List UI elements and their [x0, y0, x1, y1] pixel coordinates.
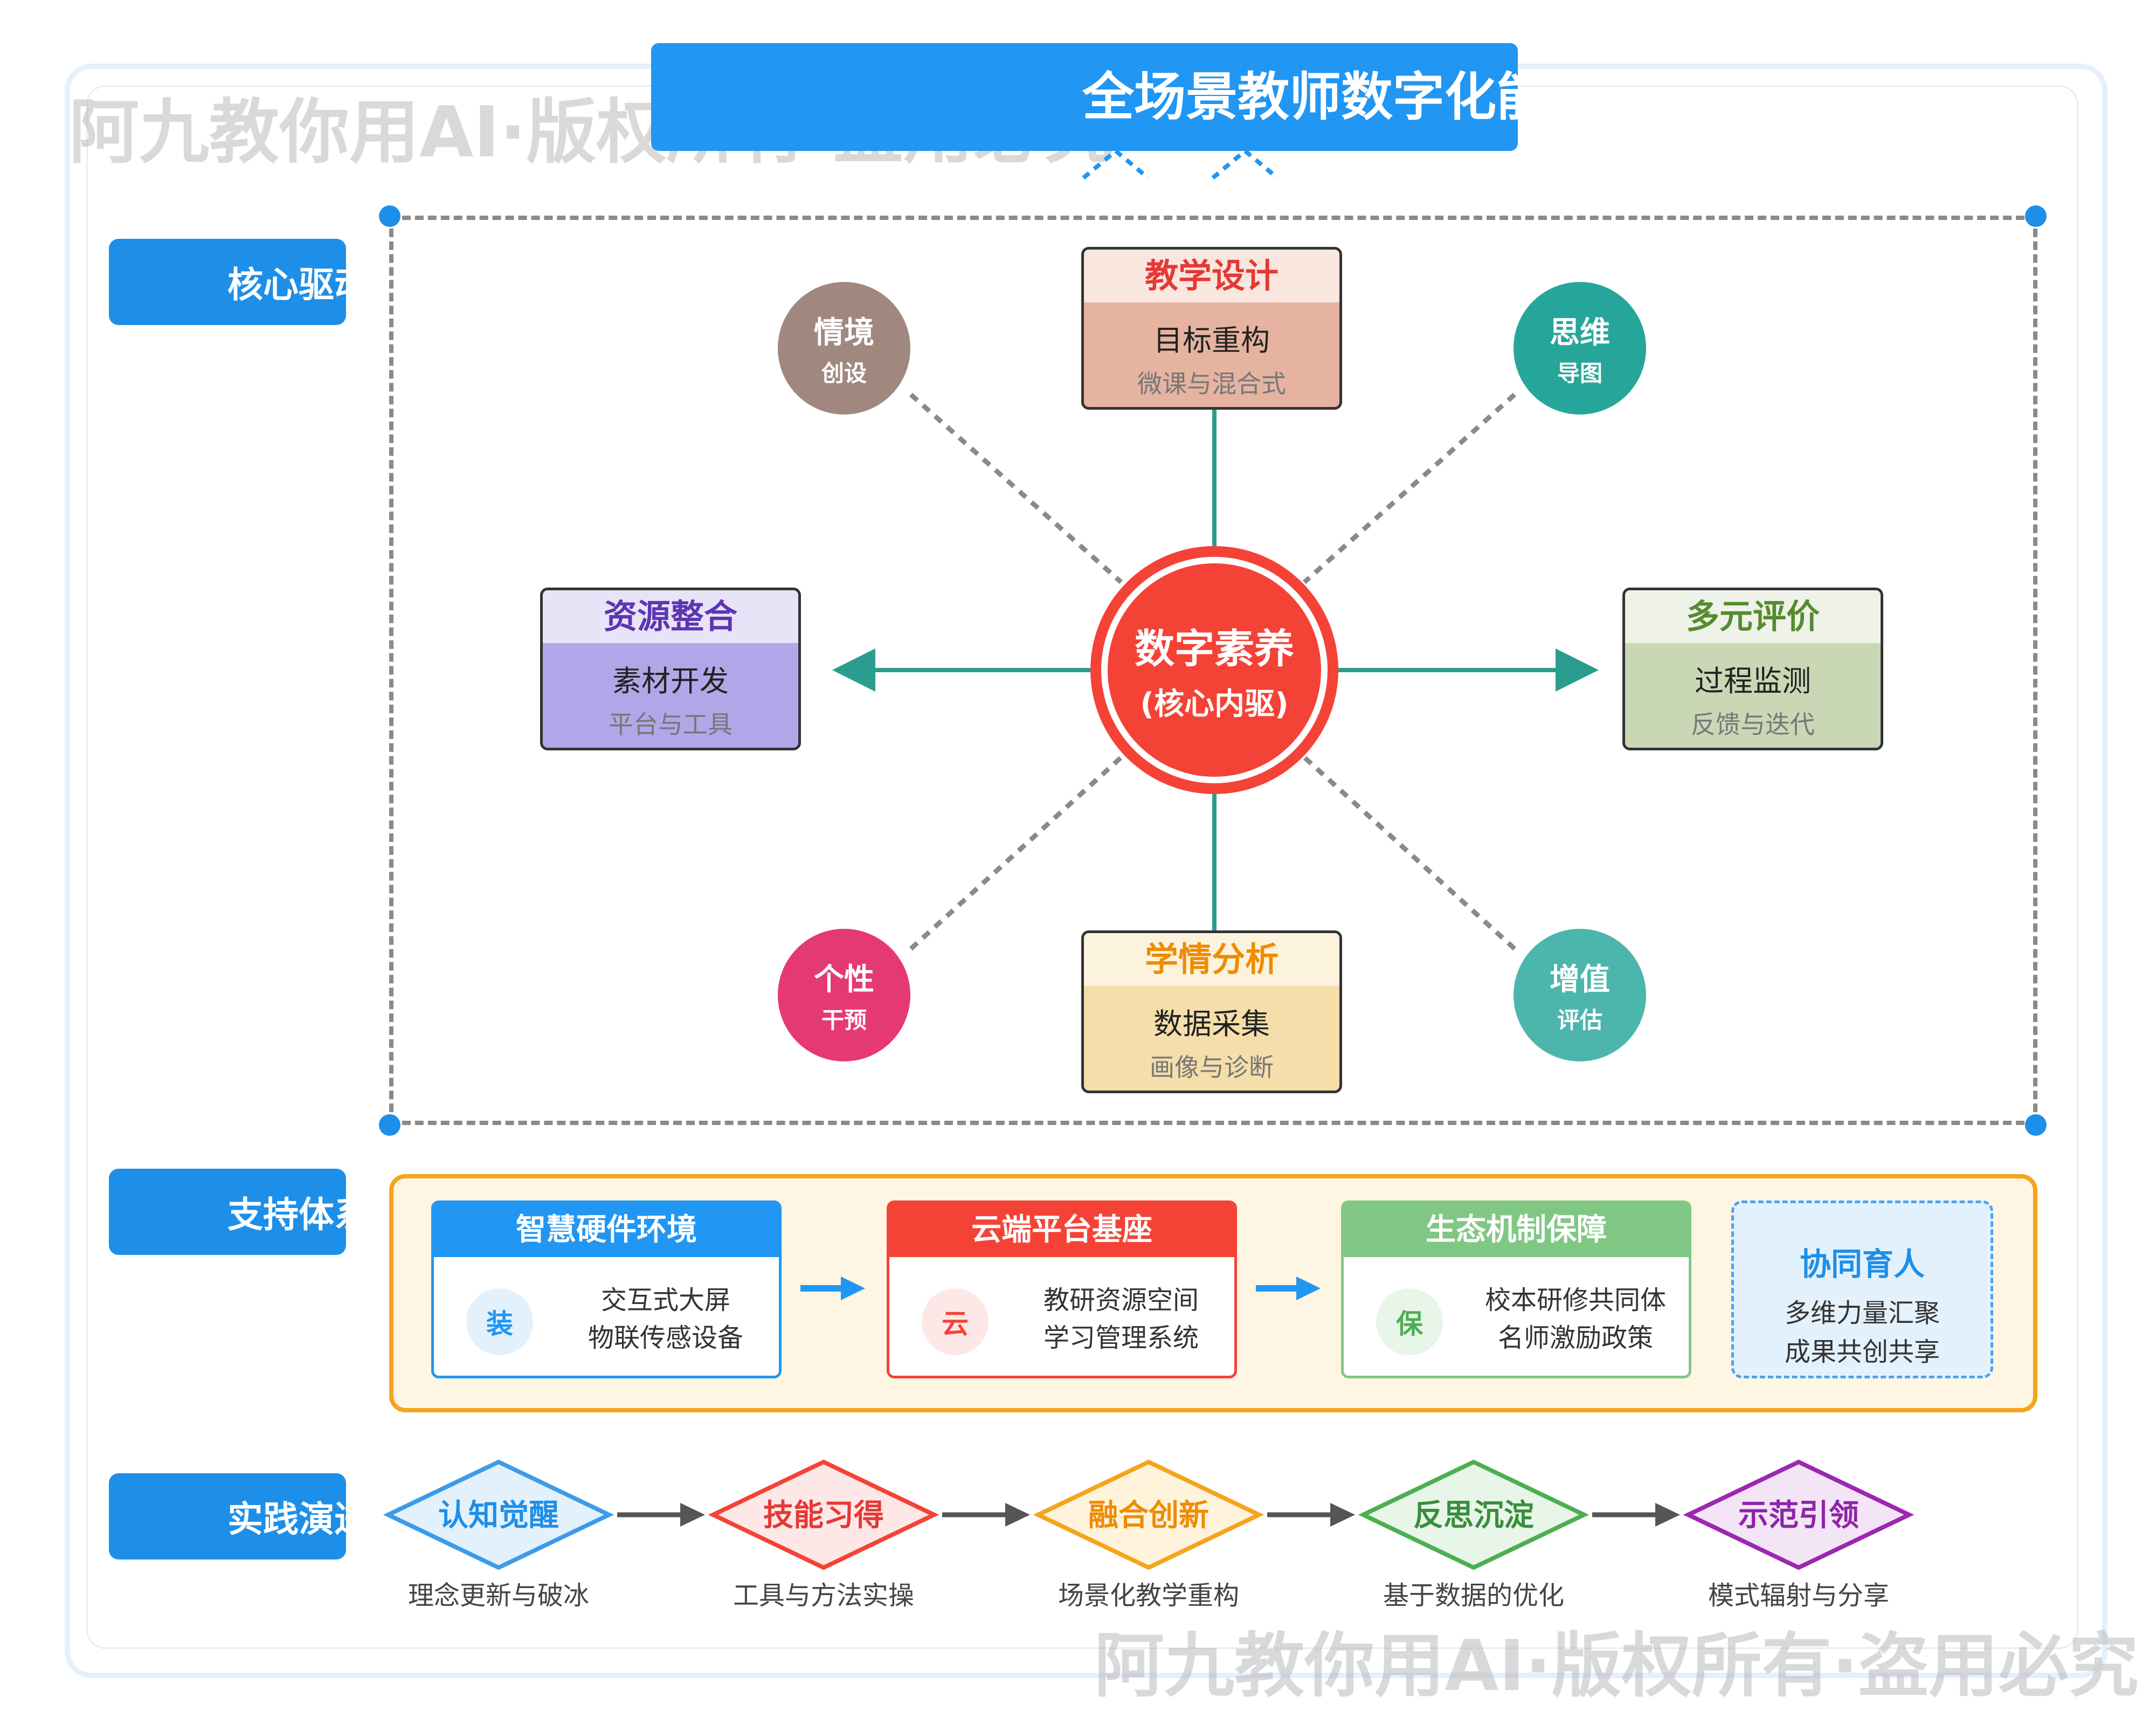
- circle-subtitle: 评估: [1557, 1007, 1602, 1033]
- support-card-cloud: 云端平台基座 云 教研资源空间 学习管理系统: [887, 1200, 1237, 1378]
- core-area: [389, 216, 2037, 1125]
- node-mind-map: 思维 导图: [1514, 282, 1646, 415]
- center-node: 数字素养 (核心内驱): [1108, 563, 1321, 777]
- collab-line1: 多维力量汇聚: [1784, 1298, 1940, 1328]
- node-line1: 目标重构: [1153, 323, 1270, 357]
- page-title: 全场景教师数字化能: [1082, 67, 1518, 127]
- section-label-support: 支持体系: [109, 1169, 346, 1255]
- node-line2: 画像与诊断: [1150, 1053, 1274, 1082]
- node-head: 多元评价: [1625, 590, 1881, 643]
- circle-title: 情境: [814, 315, 874, 350]
- corner-dot: [2025, 1114, 2047, 1136]
- circle-subtitle: 导图: [1557, 360, 1602, 387]
- node-line2: 微课与混合式: [1137, 369, 1286, 398]
- title-banner: 全场景教师数字化能: [651, 43, 1518, 151]
- support-card-title: 云端平台基座: [889, 1203, 1234, 1257]
- dotted-link: [1302, 755, 1517, 951]
- node-head: 教学设计: [1084, 250, 1339, 302]
- step-diamond: [1358, 1459, 1590, 1570]
- dotted-link: [909, 392, 1123, 584]
- arrow-icon: [1256, 1276, 1321, 1300]
- step-desc: 模式辐射与分享: [1708, 1581, 1889, 1611]
- dotted-link: [909, 755, 1123, 951]
- circle-subtitle: 干预: [821, 1007, 867, 1033]
- collab-card: 协同育人 多维力量汇聚 成果共创共享: [1731, 1200, 1993, 1378]
- step-diamond: [1033, 1459, 1264, 1570]
- support-badge: 装: [466, 1288, 533, 1355]
- node-learning-analysis: 学情分析 数据采集 画像与诊断: [1081, 930, 1342, 1093]
- node-multi-evaluation: 多元评价 过程监测 反馈与迭代: [1622, 588, 1883, 750]
- corner-dot: [379, 205, 400, 227]
- dotted-link: [1303, 392, 1516, 584]
- circle-title: 个性: [814, 962, 874, 997]
- watermark-bottom: 阿九教你用AI·版权所有·盗用必究: [1094, 1625, 2139, 1707]
- node-line2: 反馈与迭代: [1691, 710, 1815, 739]
- support-line1: 教研资源空间: [1043, 1285, 1199, 1315]
- step-diamond: [1683, 1459, 1915, 1570]
- support-badge: 云: [922, 1288, 989, 1355]
- support-card-hardware: 智慧硬件环境 装 交互式大屏 物联传感设备: [431, 1200, 782, 1378]
- step-desc: 理念更新与破冰: [407, 1581, 589, 1611]
- step-arrow: [1592, 1503, 1680, 1527]
- node-line1: 过程监测: [1695, 664, 1811, 698]
- node-personal-intervention: 个性 干预: [778, 929, 910, 1061]
- circle-title: 增值: [1550, 962, 1610, 997]
- node-value-added-assessment: 增值 评估: [1514, 929, 1646, 1061]
- section-label-core: 核心驱动: [109, 239, 346, 325]
- support-badge: 保: [1376, 1288, 1443, 1355]
- step-name: 技能习得: [763, 1498, 884, 1533]
- support-card-title: 生态机制保障: [1344, 1203, 1689, 1257]
- node-head: 资源整合: [543, 590, 798, 643]
- node-line2: 平台与工具: [609, 710, 733, 739]
- center-title: 数字素养: [1135, 626, 1294, 672]
- center-subtitle: (核心内驱): [1140, 687, 1289, 722]
- node-teaching-design: 教学设计 目标重构 微课与混合式: [1081, 247, 1342, 410]
- title-decoration: [1082, 148, 1279, 180]
- step-name: 认知觉醒: [438, 1498, 559, 1533]
- step-name: 示范引领: [1738, 1498, 1859, 1533]
- support-line2: 学习管理系统: [1043, 1323, 1199, 1353]
- practice-flow: 认知觉醒 技能习得 融合创新 反思沉淀 示范引领: [383, 1459, 1915, 1570]
- support-line1: 交互式大屏: [600, 1285, 730, 1315]
- step-desc: 场景化教学重构: [1058, 1581, 1239, 1611]
- collab-title: 协同育人: [1799, 1246, 1925, 1282]
- corner-dot: [379, 1114, 400, 1136]
- step-arrow: [617, 1503, 705, 1527]
- node-head: 学情分析: [1084, 933, 1339, 986]
- node-line1: 数据采集: [1153, 1007, 1270, 1041]
- step-desc: 工具与方法实操: [733, 1581, 914, 1611]
- support-line2: 物联传感设备: [588, 1323, 743, 1353]
- step-diamond: [383, 1459, 614, 1570]
- collab-line2: 成果共创共享: [1784, 1337, 1940, 1367]
- circle-subtitle: 创设: [821, 360, 867, 387]
- support-card-title: 智慧硬件环境: [434, 1203, 779, 1257]
- step-name: 反思沉淀: [1413, 1498, 1534, 1533]
- corner-dot: [2025, 205, 2047, 227]
- step-diamond: [708, 1459, 939, 1570]
- support-line2: 名师激励政策: [1497, 1323, 1653, 1353]
- node-resource-integration: 资源整合 素材开发 平台与工具: [540, 588, 801, 750]
- support-line1: 校本研修共同体: [1484, 1285, 1666, 1315]
- step-arrow: [942, 1503, 1030, 1527]
- circle-title: 思维: [1550, 315, 1610, 350]
- step-desc: 基于数据的优化: [1383, 1581, 1564, 1611]
- node-line1: 素材开发: [612, 664, 729, 698]
- node-scenario-creation: 情境 创设: [778, 282, 910, 415]
- support-card-ecosystem: 生态机制保障 保 校本研修共同体 名师激励政策: [1341, 1200, 1691, 1378]
- section-label-practice: 实践演进: [109, 1473, 346, 1560]
- arrow-icon: [800, 1276, 865, 1300]
- step-name: 融合创新: [1088, 1498, 1209, 1533]
- step-arrow: [1267, 1503, 1355, 1527]
